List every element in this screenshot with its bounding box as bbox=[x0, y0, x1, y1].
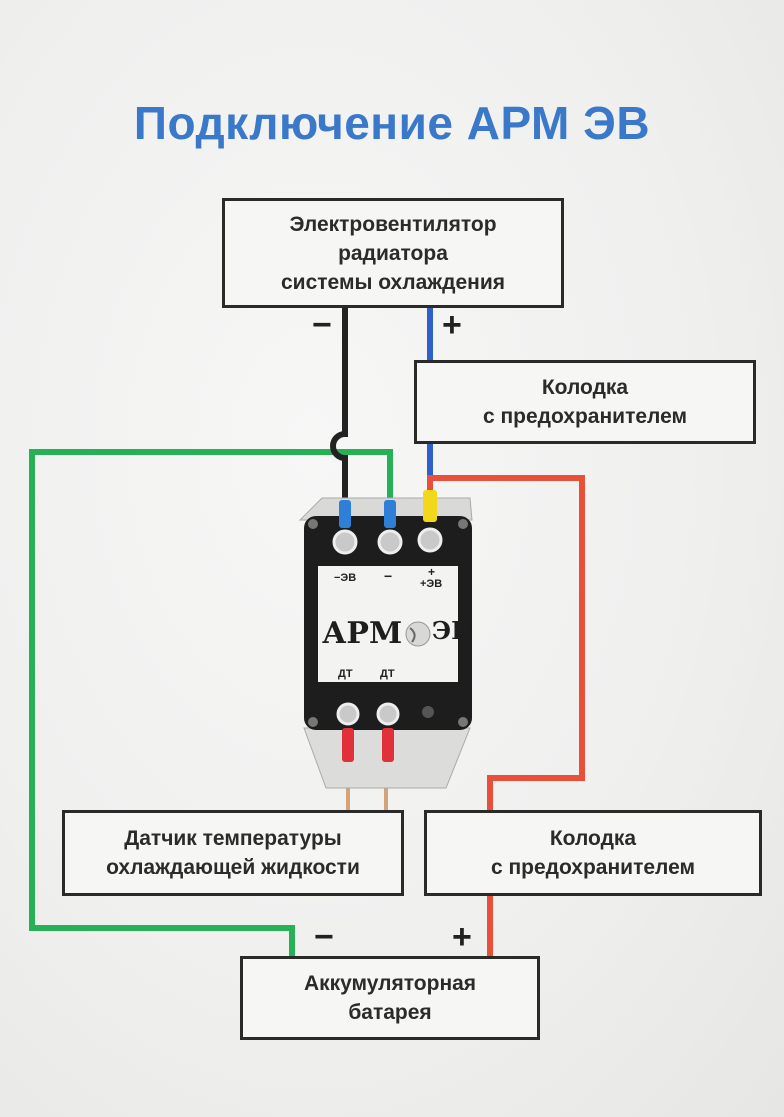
device-logo-right: ЭВ bbox=[432, 616, 472, 645]
terminal-label-sensor-1: ДТ bbox=[338, 668, 353, 680]
fan-label-line-1: Электровентилятор bbox=[289, 212, 497, 236]
fuse-block-bottom: Колодка с предохранителем bbox=[424, 810, 762, 896]
terminal-label-plus: + bbox=[428, 565, 436, 579]
battery-label-line-2: батарея bbox=[348, 1001, 432, 1024]
terminal-label-sensor-2: ДТ bbox=[380, 668, 395, 680]
red-wire-top bbox=[427, 475, 585, 812]
fuse-bottom-label-line-1: Колодка bbox=[549, 827, 637, 850]
sensor-label-line-2: охлаждающей жидкости bbox=[106, 856, 360, 879]
fuse-bottom-label-line-2: с предохранителем bbox=[490, 856, 696, 879]
fan-box: Электровентилятор радиатора системы охла… bbox=[222, 198, 564, 308]
fan-minus-sign: − bbox=[312, 306, 332, 344]
fan-label-line-3: системы охлаждения bbox=[280, 270, 505, 294]
battery-label-line-1: Аккумуляторная bbox=[303, 972, 477, 995]
terminal-label-plus-ev: +ЭВ bbox=[420, 578, 443, 590]
terminal-label-minus-ev: −ЭВ bbox=[334, 572, 357, 584]
fuse-top-label-line-2: с предохранителем bbox=[482, 405, 688, 428]
page-title: Подключение АРМ ЭВ bbox=[133, 97, 651, 149]
fuse-block-top: Колодка с предохранителем bbox=[414, 360, 756, 444]
terminal-label-minus: − bbox=[384, 568, 393, 584]
battery-box: Аккумуляторная батарея bbox=[240, 956, 540, 1040]
battery-minus-sign: − bbox=[314, 918, 334, 956]
green-wire bbox=[29, 449, 393, 958]
fan-plus-sign: + bbox=[442, 306, 462, 344]
battery-plus-sign: + bbox=[452, 918, 472, 956]
sensor-box: Датчик температуры охлаждающей жидкости bbox=[62, 810, 404, 896]
sensor-label-line-1: Датчик температуры bbox=[124, 827, 342, 850]
device-logo-left: АРМ bbox=[322, 616, 403, 651]
fan-label-line-2: радиатора bbox=[338, 241, 448, 265]
arm-ev-device bbox=[298, 490, 473, 789]
fuse-top-label-line-1: Колодка bbox=[541, 376, 629, 399]
black-wire bbox=[330, 306, 348, 505]
